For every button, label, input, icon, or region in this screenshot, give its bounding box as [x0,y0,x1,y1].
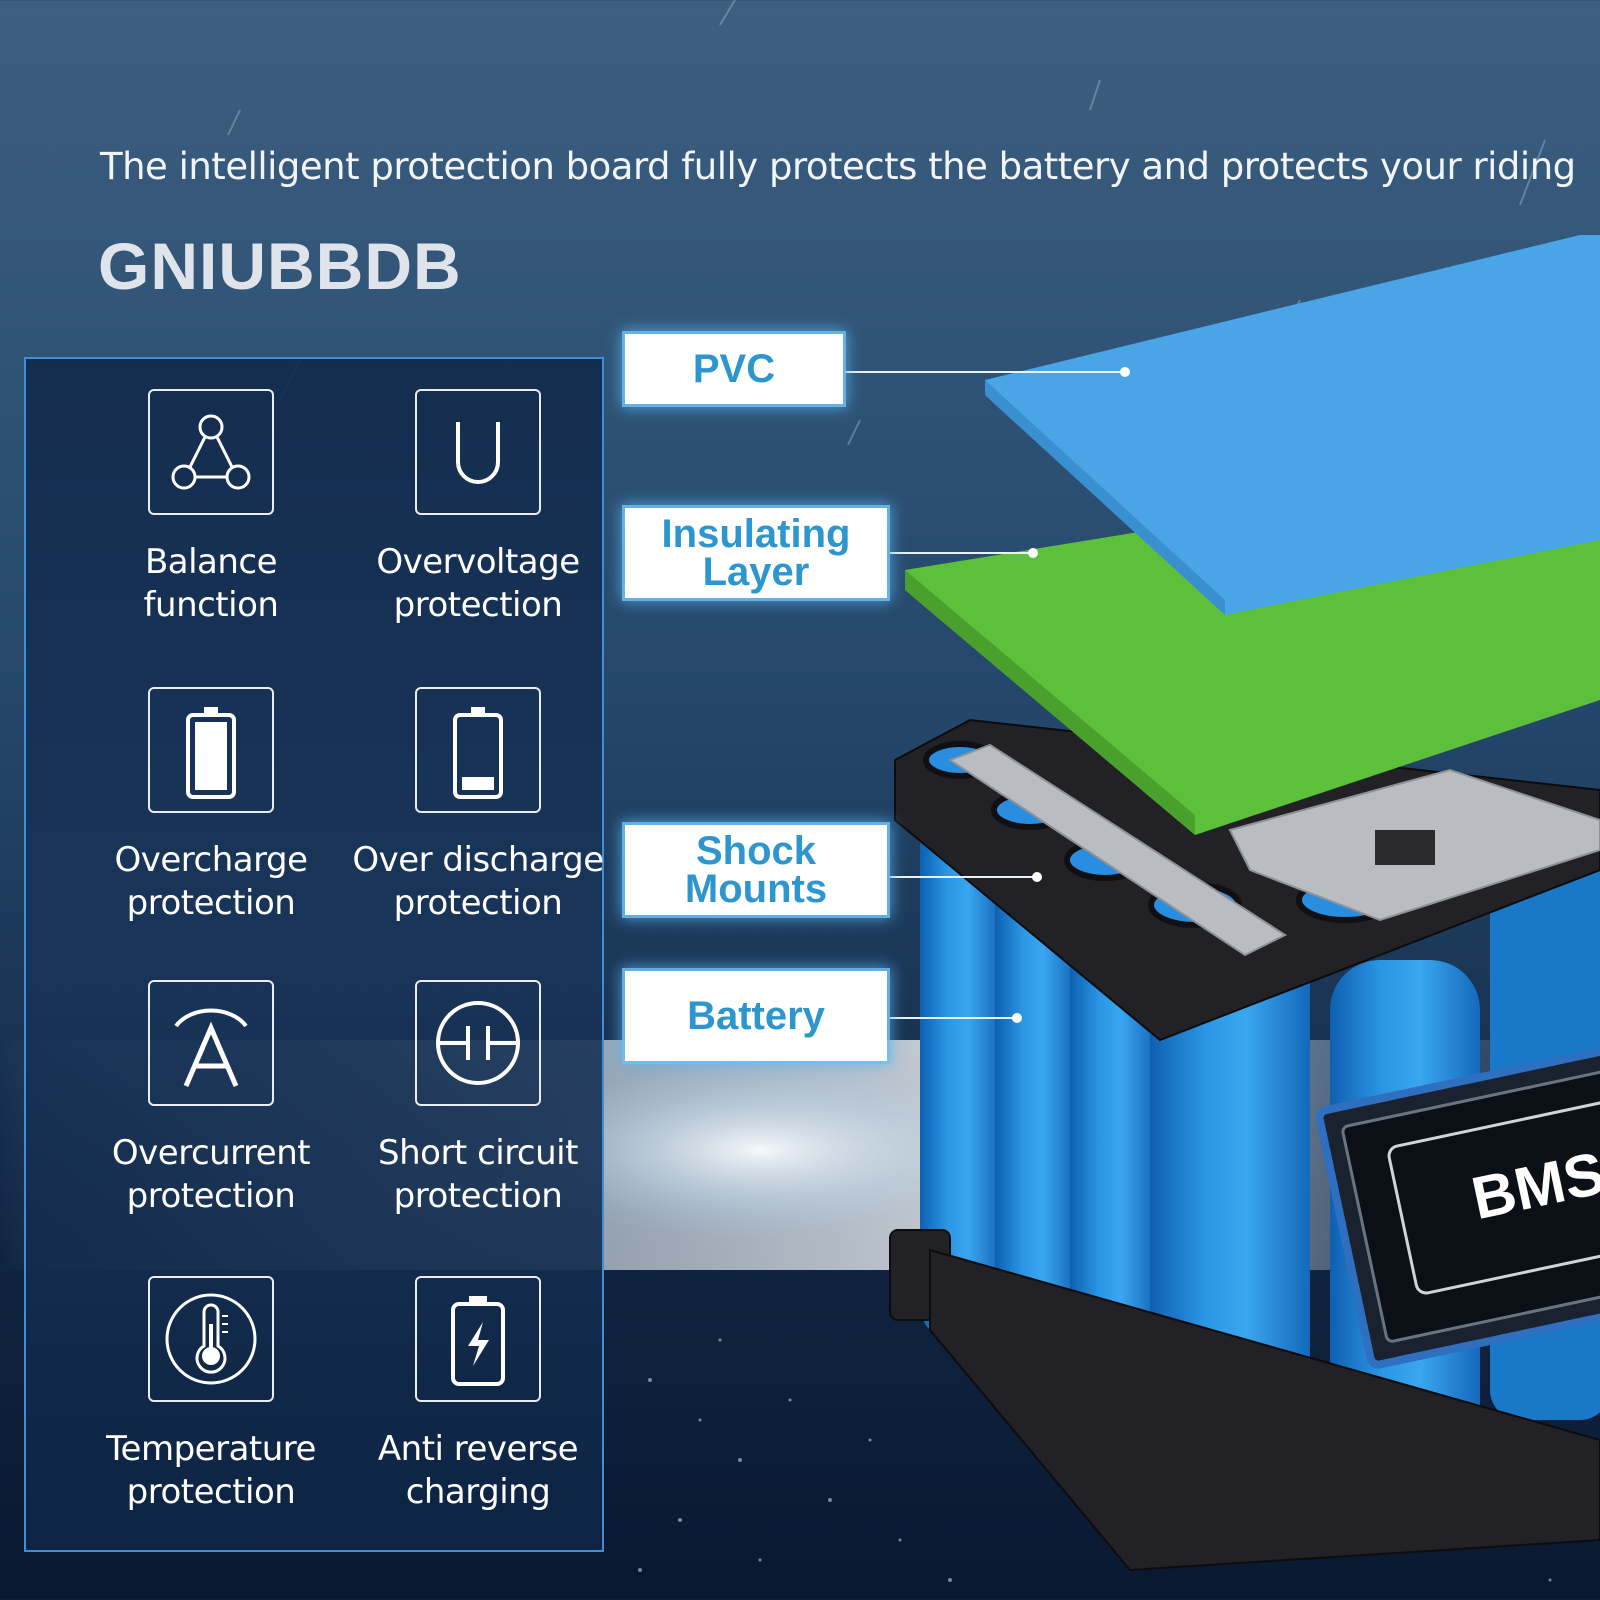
layer-label-pvc: PVC [625,334,843,404]
balance-triangle-icon [148,389,274,515]
charging-battery-icon [415,1276,541,1402]
low-battery-icon [415,687,541,813]
thermometer-icon [148,1276,274,1402]
overvoltage-u-icon [415,389,541,515]
full-battery-icon [148,687,274,813]
layer-label-battery: Battery [625,971,887,1061]
brand-name: GNIUBBDB [98,229,462,303]
headline: The intelligent protection board fully p… [100,145,1576,188]
short-circuit-icon [415,980,541,1106]
ampere-a-icon [148,980,274,1106]
